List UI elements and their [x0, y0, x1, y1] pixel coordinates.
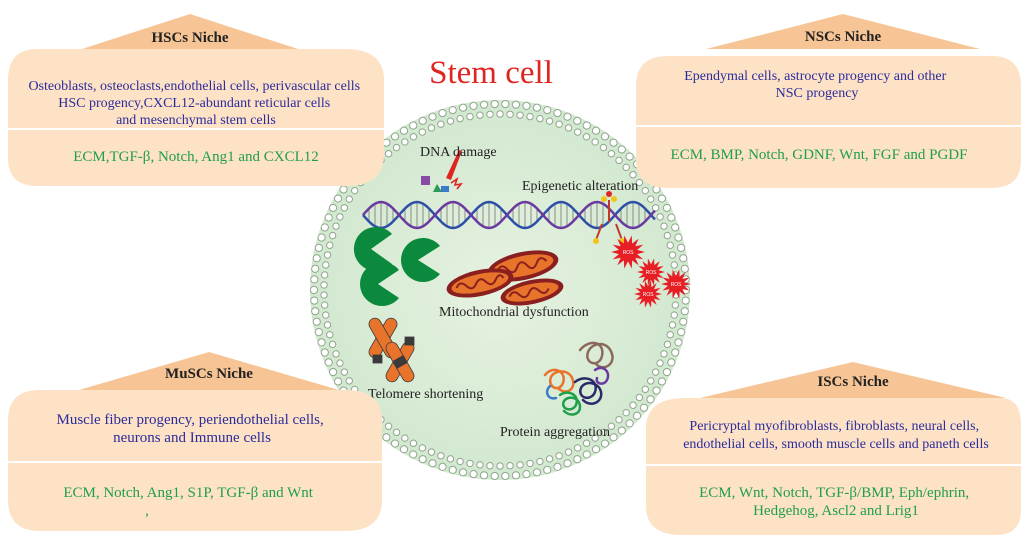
- pacman-cells-icon: [353, 227, 440, 307]
- niche-factors-text: ECM, Notch, Ang1, S1P, TGF-β and Wnt ,: [63, 485, 316, 519]
- niche-heading: NSCs Niche: [805, 29, 882, 45]
- niche-factors-text: ECM, Wnt, Notch, TGF-β/BMP, Eph/ephrin, …: [699, 485, 973, 519]
- niche-panel-nsc: NSCs Niche Ependymal cells, astrocyte pr…: [636, 14, 1021, 188]
- niche-cells-text: Pericryptal myofibroblasts, fibroblasts,…: [683, 419, 989, 452]
- chromosome-icon: [368, 317, 415, 383]
- ros-label: ROS: [643, 292, 655, 298]
- niche-panel-musc: MuSCs Niche Muscle fiber progency, perie…: [8, 352, 382, 531]
- niche-factors-text: ECM, BMP, Notch, GDNF, Wnt, FGF and PGDF: [671, 147, 968, 163]
- telomere-label: Telomere shortening: [368, 387, 483, 402]
- dna-damage-label: DNA damage: [420, 145, 497, 160]
- protein-label: Protein aggregation: [500, 425, 610, 440]
- mitochondrial-label: Mitochondrial dysfunction: [439, 305, 589, 320]
- dna-damage-icon: [421, 150, 463, 192]
- niche-heading: HSCs Niche: [151, 30, 228, 46]
- niche-panel-isc: ISCs Niche Pericryptal myofibroblasts, f…: [646, 362, 1021, 535]
- niche-cells-text: Muscle fiber progency, periendothelial c…: [56, 412, 327, 446]
- ros-label: ROS: [623, 250, 635, 256]
- niche-heading: MuSCs Niche: [165, 366, 253, 382]
- epigenetic-label: Epigenetic alteration: [522, 179, 638, 194]
- ros-burst-icon: ROS ROS ROS ROS: [611, 235, 691, 308]
- niche-factors-text: ECM,TGF-β, Notch, Ang1 and CXCL12: [73, 149, 319, 165]
- niche-panel-hsc: HSCs Niche Osteoblasts, osteoclasts,endo…: [8, 14, 384, 186]
- niche-heading: ISCs Niche: [817, 374, 889, 390]
- protein-aggregate-icon: [543, 341, 614, 416]
- epigenetic-marker-icon: [593, 191, 625, 244]
- ros-label: ROS: [646, 270, 658, 276]
- niche-cells-text: Osteoblasts, osteoclasts,endothelial cel…: [28, 79, 363, 128]
- dna-helix-icon: [362, 200, 656, 230]
- page-title: Stem cell: [429, 55, 553, 91]
- mitochondria-icon: [446, 250, 564, 306]
- ros-label: ROS: [671, 282, 683, 288]
- niche-cells-text: Ependymal cells, astrocyte progency and …: [684, 69, 950, 101]
